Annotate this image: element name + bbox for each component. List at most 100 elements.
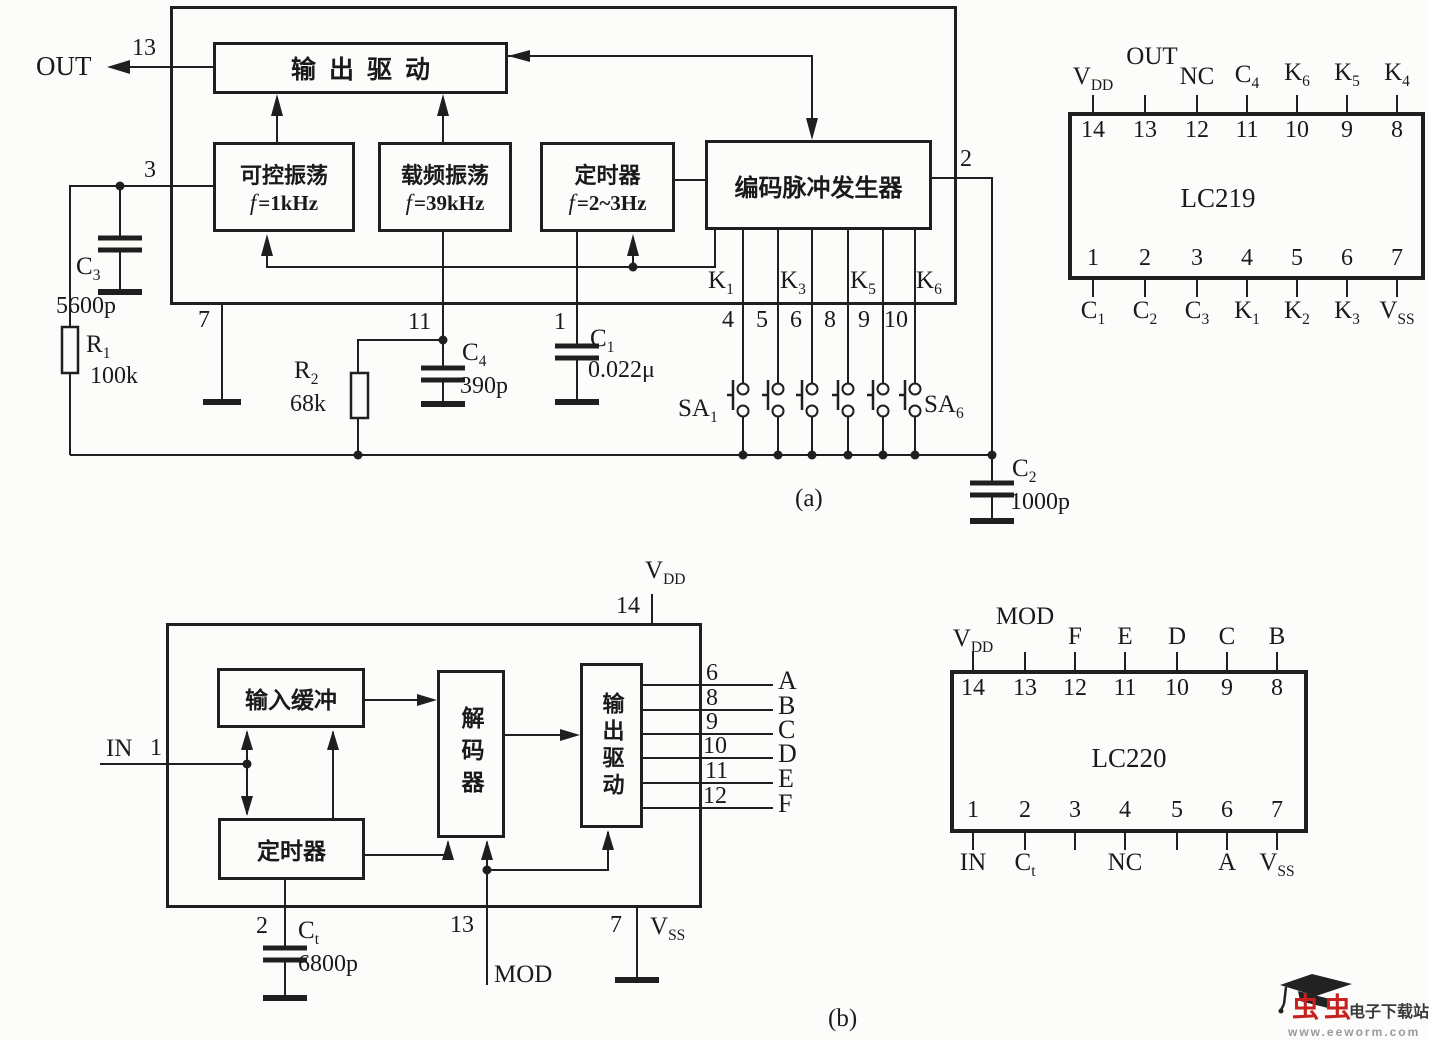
capacitor-plates bbox=[98, 235, 1014, 963]
pin6-label: 6 bbox=[790, 307, 802, 333]
lc219-pin-3: 3 bbox=[1191, 245, 1203, 271]
lc220-top-label-f: F bbox=[1068, 623, 1082, 650]
chip-a-outline bbox=[170, 6, 957, 305]
pin9-label-b: 9 bbox=[706, 709, 718, 735]
block-encoder-pulse-generator: 编码脉冲发生器 bbox=[705, 140, 932, 230]
lc220-pin-8: 8 bbox=[1271, 675, 1283, 701]
pushbutton-switch-sa6 bbox=[899, 380, 922, 418]
lc219-top-label-k6: K6 bbox=[1284, 59, 1310, 90]
pin3-label: 3 bbox=[144, 157, 156, 183]
lc220-pin-1: 1 bbox=[967, 797, 979, 823]
lc219-pin-11: 11 bbox=[1235, 117, 1259, 143]
pin2-label: 2 bbox=[960, 146, 972, 172]
pushbutton-switch-sa3 bbox=[796, 380, 819, 418]
c3-value: 5600p bbox=[56, 293, 116, 319]
lc219-pin-8: 8 bbox=[1391, 117, 1403, 143]
lc220-bot-label-vss: VSS bbox=[1259, 849, 1295, 880]
pin9-label: 9 bbox=[858, 307, 870, 333]
lc220-bot-label-ct: Ct bbox=[1014, 849, 1036, 880]
lc220-pin-11: 11 bbox=[1113, 675, 1137, 701]
sa1-label: SA1 bbox=[678, 395, 718, 426]
mod-label: MOD bbox=[494, 961, 553, 988]
lc220-pin-14: 14 bbox=[961, 675, 985, 701]
c2-value: 1000p bbox=[1010, 489, 1070, 515]
lc220-pin-7: 7 bbox=[1271, 797, 1283, 823]
block-output-driver-b: 输出驱动 bbox=[580, 663, 643, 828]
pin10-label-b: 10 bbox=[703, 733, 727, 759]
lc219-bot-label-vss: VSS bbox=[1379, 297, 1415, 328]
pushbutton-switch-sa4 bbox=[832, 380, 855, 418]
lc219-bot-label-c3: C3 bbox=[1184, 297, 1210, 328]
c4-value: 390p bbox=[460, 373, 508, 399]
lc220-bot-label-a: A bbox=[1217, 849, 1237, 876]
lc220-top-label-e: E bbox=[1117, 623, 1133, 650]
out-label: OUT bbox=[36, 51, 92, 81]
vdd-label-b: VDD bbox=[645, 557, 686, 588]
vss-label-b: VSS bbox=[650, 913, 686, 944]
lc219-top-label-c4: C4 bbox=[1234, 61, 1260, 92]
block-freq: f=1kHz bbox=[249, 190, 319, 215]
block-label: 解码器 bbox=[458, 706, 484, 802]
lc220-top-label-b: B bbox=[1268, 623, 1286, 650]
lc219-top-label-nc: NC bbox=[1179, 63, 1215, 90]
capacitor-c1 bbox=[555, 343, 599, 361]
lc220-pin-3: 3 bbox=[1069, 797, 1081, 823]
chip-b-outline bbox=[166, 623, 702, 908]
switch-row bbox=[727, 380, 922, 418]
lc220-package bbox=[950, 670, 1308, 833]
lc219-top-label-out: OUT bbox=[1126, 43, 1178, 70]
block-input-buffer: 输入缓冲 bbox=[217, 668, 365, 728]
lc219-pin-13: 13 bbox=[1133, 117, 1157, 143]
lc220-top-label-d: D bbox=[1167, 623, 1187, 650]
output-a-label: A bbox=[778, 666, 797, 695]
watermark-logo-text: 虫虫 bbox=[1292, 993, 1356, 1023]
capacitor-c4 bbox=[421, 365, 465, 383]
lc220-pin-4: 4 bbox=[1119, 797, 1131, 823]
pin4-label: 4 bbox=[722, 307, 734, 333]
lc219-bot-label-k2: K2 bbox=[1284, 297, 1310, 328]
block-freq: f=39kHz bbox=[405, 190, 485, 215]
pin14-label-b: 14 bbox=[616, 593, 640, 619]
watermark-site-name: 电子下载站 bbox=[1349, 1004, 1429, 1021]
lc219-pin-1: 1 bbox=[1087, 245, 1099, 271]
resistor-r1 bbox=[60, 325, 80, 375]
r1-label: R1 bbox=[86, 331, 111, 362]
lc219-name: LC219 bbox=[1180, 183, 1256, 213]
output-e-label: E bbox=[778, 764, 794, 793]
block-controlled-osc: 可控振荡 f=1kHz bbox=[213, 142, 355, 232]
pin1-label: 1 bbox=[554, 309, 566, 335]
c2-label: C2 bbox=[1012, 455, 1037, 486]
lc219-pin-5: 5 bbox=[1291, 245, 1303, 271]
lc219-pin-6: 6 bbox=[1341, 245, 1353, 271]
block-label: 输入缓冲 bbox=[245, 687, 337, 713]
pin11-label-b: 11 bbox=[705, 758, 729, 784]
block-label: 可控振荡 bbox=[239, 163, 328, 188]
lc219-pin-10: 10 bbox=[1285, 117, 1309, 143]
resistor-r2 bbox=[349, 371, 370, 420]
caption-b: (b) bbox=[828, 1005, 858, 1032]
pin1-label-b: 1 bbox=[150, 735, 162, 761]
r1-value: 100k bbox=[90, 363, 138, 389]
capacitor-c3 bbox=[98, 235, 142, 253]
lc220-top-label-c: C bbox=[1218, 623, 1236, 650]
lc219-top-label-k5: K5 bbox=[1334, 59, 1360, 90]
lc219-bot-label-k1: K1 bbox=[1234, 297, 1260, 328]
output-d-label: D bbox=[778, 739, 797, 768]
c3-label: C3 bbox=[76, 253, 101, 284]
c1-value: 0.022μ bbox=[588, 357, 655, 383]
junction-dots bbox=[115, 181, 997, 875]
pushbutton-switch-sa2 bbox=[762, 380, 785, 418]
pin6-label-b: 6 bbox=[706, 660, 718, 686]
c4-label: C4 bbox=[462, 339, 487, 370]
lc220-bot-label-in: IN bbox=[959, 849, 987, 876]
pushbutton-switch-sa5 bbox=[867, 380, 890, 418]
lc220-top-label-mod: MOD bbox=[995, 603, 1055, 630]
lc219-pin-4: 4 bbox=[1241, 245, 1253, 271]
pin13-label-b: 13 bbox=[450, 912, 474, 938]
pin10-label: 10 bbox=[884, 307, 908, 333]
lc219-pin-12: 12 bbox=[1185, 117, 1209, 143]
block-label: 输出驱动 bbox=[290, 56, 443, 84]
ct-label: Ct bbox=[298, 917, 319, 948]
pin7-label: 7 bbox=[198, 307, 210, 333]
